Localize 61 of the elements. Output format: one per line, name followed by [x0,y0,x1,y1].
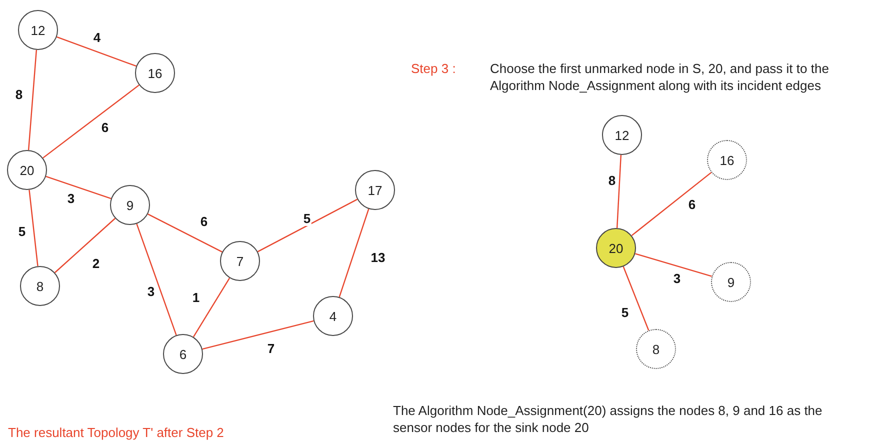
edge-weight: 2 [91,257,101,271]
node-label: 17 [368,182,382,198]
edge-weight: 6 [199,215,209,229]
node-label: 20 [608,240,624,256]
edge-weight: 7 [266,342,276,356]
note-text: Choose the first unmarked node in S, 20, and pass it to the Algorithm Node_Assignment along with its incident edges [490,60,830,94]
node-circle [313,296,353,336]
node-circle [355,170,395,210]
step-heading: Step 3 : [411,60,457,77]
node-label: 7 [236,254,244,268]
edge-line [622,266,650,331]
edge-line [202,320,314,350]
note-text: The Algorithm Node_Assignment(20) assigns the nodes 8, 9 and 16 as the sensor nodes for the sink node 20 [393,402,824,436]
edge-weight: 6 [687,198,697,212]
edge-line [28,190,38,266]
node-label: 8 [652,342,660,356]
edge-line [338,208,370,298]
edge-weight: 5 [620,306,630,320]
node-label: 16 [720,152,734,168]
node-label: 8 [36,278,44,294]
node-label: 16 [148,66,162,80]
edge-line [257,198,358,252]
node-label: 9 [126,198,134,212]
node-circle [18,10,58,50]
node-circle [220,241,260,281]
node-circle [7,150,47,190]
node-label: 12 [614,128,630,142]
node-circle [163,334,203,374]
edge-line [54,218,116,274]
edge-line [56,36,136,67]
edge-weight: 5 [17,225,27,239]
node-label: 4 [329,308,337,324]
edge-weight: 5 [302,212,312,226]
node-label: 12 [30,22,46,38]
note-text: The resultant Topology T' after Step 2 [8,424,225,441]
highlighted-node-circle [596,228,636,268]
edge-line [42,84,140,158]
edge-line [616,154,622,228]
edge-weight: 3 [146,285,156,299]
edge-line [192,278,230,338]
edge-line [28,50,38,150]
edge-line [631,172,712,236]
edge-weight: 8 [14,88,24,102]
edge-line [635,253,712,277]
edge-weight: 6 [100,121,110,135]
node-label: 6 [179,346,187,362]
edge-line [136,224,177,336]
edge-line [148,214,222,252]
node-label: 20 [20,162,34,178]
edge-weight: 4 [92,31,102,45]
edge-weight: 3 [66,192,76,206]
node-circle [20,266,60,306]
node-circle [602,115,642,155]
edge-weight: 13 [370,251,386,265]
edge-weight: 3 [672,272,682,286]
node-circle [110,185,150,225]
edge-weight: 8 [607,174,617,188]
edge-weight: 1 [191,291,201,305]
edge-line [46,176,112,200]
node-label: 9 [727,274,735,290]
node-circle [135,53,175,93]
